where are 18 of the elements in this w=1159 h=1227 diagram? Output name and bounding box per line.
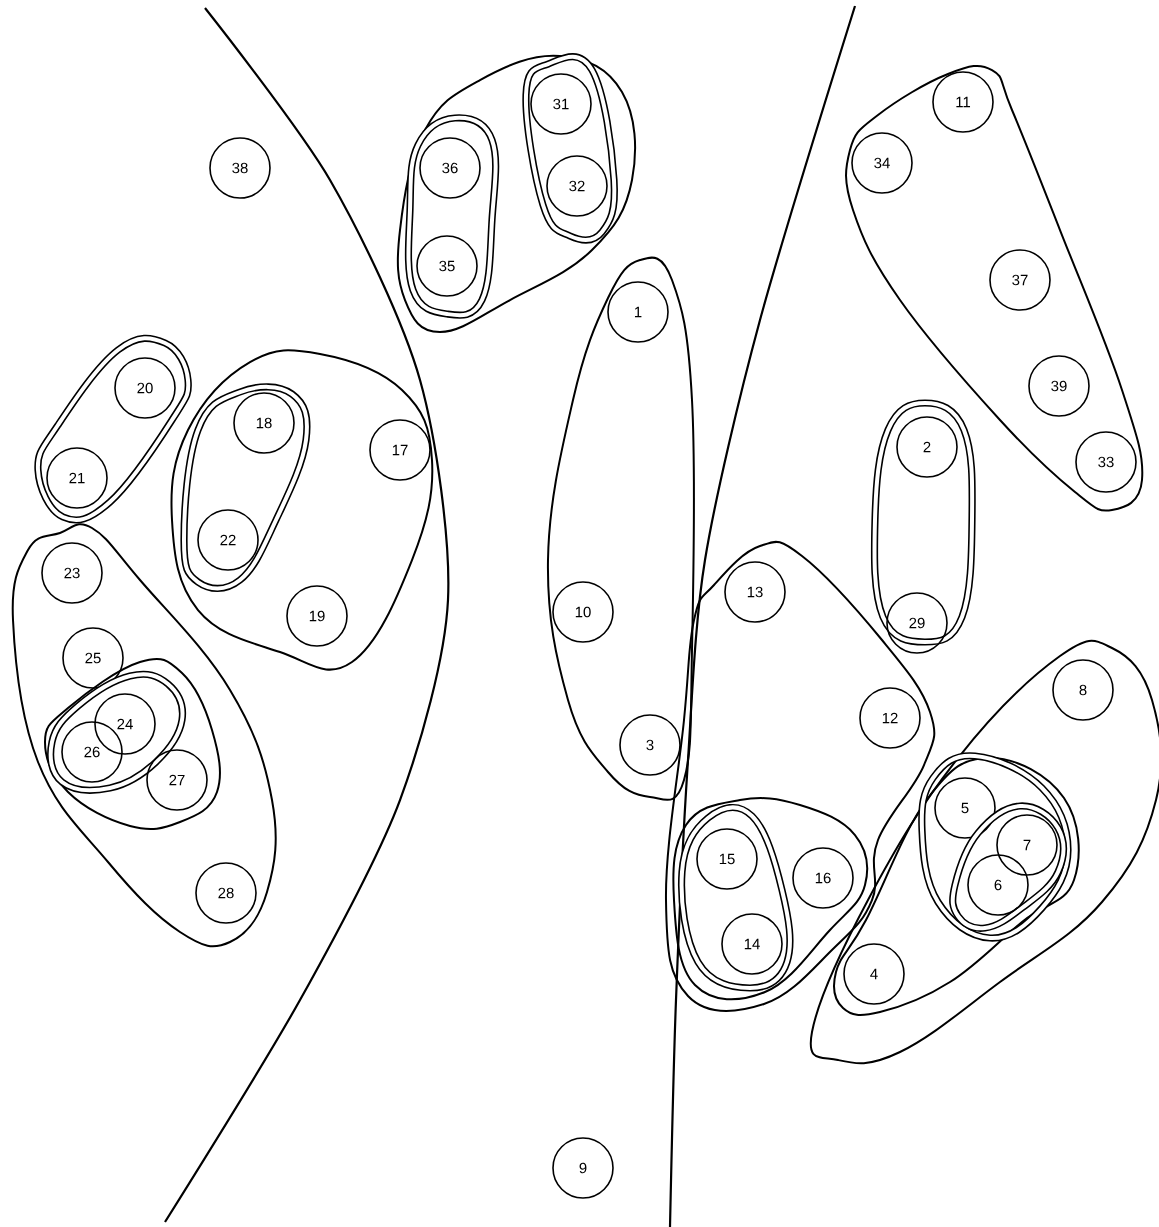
cluster-outline — [11, 523, 277, 948]
cluster-outline — [396, 54, 637, 333]
cluster-outline — [809, 639, 1159, 1065]
cluster-outline — [404, 114, 500, 319]
cluster-outline — [522, 53, 618, 244]
cluster-outline — [170, 349, 434, 671]
cluster-outline — [665, 540, 936, 1013]
cluster-outline — [546, 256, 696, 801]
cluster-outline — [180, 383, 311, 593]
cluster-outline — [870, 399, 976, 646]
cluster-outline — [47, 670, 187, 794]
cluster-outline — [678, 803, 794, 992]
cluster-outline — [672, 797, 869, 1001]
cluster-outline — [34, 334, 192, 524]
cluster-outline — [949, 802, 1067, 932]
cluster-outline — [918, 752, 1072, 942]
cluster-outline — [832, 757, 1080, 1016]
cluster-outline — [845, 64, 1144, 512]
